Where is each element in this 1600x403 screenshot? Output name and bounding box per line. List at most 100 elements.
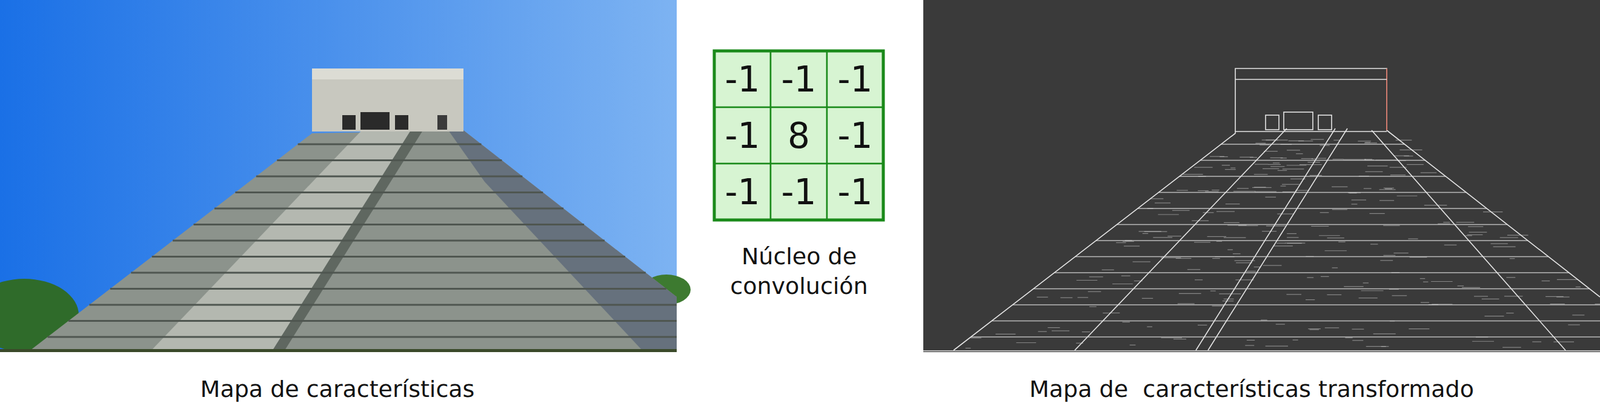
- texture-edge: [1263, 264, 1282, 266]
- step-line: [276, 159, 502, 162]
- texture-edge: [1424, 204, 1448, 206]
- step-edge: [1200, 159, 1425, 162]
- kernel-cell: [714, 163, 771, 220]
- texture-edge: [1389, 320, 1395, 322]
- text-holder: Mapa de características transformado: [918, 376, 1585, 403]
- step-line: [193, 223, 585, 226]
- texture-edge: [1198, 175, 1207, 177]
- texture-edge: [1423, 281, 1428, 283]
- texture-edge: [1246, 339, 1255, 341]
- texture-edge: [1216, 241, 1222, 242]
- texture-edge: [1351, 328, 1364, 330]
- stair-edge: [1074, 128, 1287, 351]
- step-line: [68, 319, 677, 322]
- temple-roof: [312, 68, 464, 80]
- texture-edge: [1351, 203, 1358, 205]
- texture-edge: [1567, 324, 1580, 325]
- texture-edge: [1389, 166, 1407, 168]
- texture-edge: [1373, 333, 1396, 334]
- texture-edge: [1473, 295, 1488, 297]
- texture-edge: [1115, 242, 1126, 243]
- texture-edge: [1541, 280, 1551, 282]
- texture-edge: [1367, 165, 1388, 166]
- step-line: [130, 272, 646, 274]
- texture-edge: [1298, 140, 1313, 142]
- texture-edge: [1469, 232, 1488, 233]
- kernel-value: -1: [716, 118, 769, 154]
- texture-edge: [1332, 209, 1348, 210]
- texture-edge: [1397, 159, 1407, 161]
- texture-edge: [1556, 279, 1578, 280]
- temple-edge: [1235, 130, 1387, 133]
- text-holder: -1: [828, 61, 882, 97]
- texture-edge: [1223, 237, 1247, 239]
- texture-edge: [1235, 279, 1254, 280]
- texture-edge: [1244, 344, 1255, 346]
- texture-edge: [1254, 266, 1261, 268]
- texture-edge: [1265, 345, 1288, 346]
- texture-edge: [1305, 256, 1314, 257]
- texture-edge: [1500, 236, 1519, 238]
- texture-edge: [1406, 164, 1424, 165]
- texture-edge: [1431, 303, 1453, 305]
- texture-edge: [1349, 192, 1357, 194]
- texture-edge: [1138, 230, 1162, 232]
- texture-edge: [1504, 295, 1523, 297]
- pyramid-photo: [0, 0, 691, 352]
- texture-edge: [1324, 250, 1347, 251]
- texture-edge: [1380, 259, 1393, 261]
- texture-edge: [1472, 341, 1494, 342]
- texture-edge: [1332, 158, 1344, 160]
- kernel-cell: [826, 107, 884, 164]
- text-holder: -1: [716, 174, 769, 210]
- door-edge: [1265, 115, 1279, 130]
- texture-edge: [1295, 190, 1310, 191]
- text-holder: Núcleo de convolución: [708, 241, 890, 302]
- kernel-value: -1: [828, 61, 882, 97]
- texture-edge: [1286, 293, 1302, 295]
- texture-edge: [1060, 297, 1073, 299]
- texture-edge: [1286, 164, 1307, 166]
- texture-edge: [1249, 156, 1258, 158]
- texture-edge: [1089, 276, 1104, 277]
- texture-edge: [1484, 315, 1504, 317]
- texture-edge: [1178, 293, 1202, 294]
- texture-edge: [1237, 187, 1249, 189]
- kernel-value: -1: [772, 174, 826, 210]
- texture-edge: [1210, 290, 1216, 291]
- texture-edge: [1173, 338, 1187, 340]
- texture-edge: [1194, 241, 1211, 243]
- texture-edge: [1399, 149, 1422, 151]
- texture-edge: [1364, 171, 1383, 173]
- texture-edge: [1280, 185, 1287, 186]
- kernel-cell: [714, 107, 771, 164]
- texture-edge: [1444, 244, 1458, 246]
- texture-edge: [1134, 280, 1143, 282]
- texture-edge: [1234, 259, 1256, 261]
- texture-edge: [1352, 339, 1364, 341]
- texture-edge: [1222, 300, 1235, 302]
- texture-edge: [1395, 139, 1413, 141]
- step-edge: [1012, 304, 1600, 306]
- texture-edge: [1379, 199, 1395, 201]
- step-edge: [1137, 207, 1487, 210]
- texture-edge: [1230, 167, 1236, 169]
- texture-edge: [1238, 225, 1259, 226]
- texture-edge: [1409, 256, 1428, 258]
- texture-edge: [1358, 175, 1370, 177]
- texture-edge: [1261, 230, 1277, 232]
- texture-edge: [1122, 321, 1130, 323]
- doorway: [395, 115, 409, 130]
- texture-edge: [1252, 187, 1272, 188]
- step-edge: [1179, 175, 1447, 177]
- texture-edge: [1214, 256, 1235, 257]
- texture-edge: [1391, 272, 1401, 273]
- texture-edge: [1364, 142, 1371, 143]
- texture-edge: [1506, 276, 1516, 278]
- texture-edge: [1509, 258, 1516, 259]
- texture-edge: [1393, 252, 1408, 254]
- texture-edge: [1152, 236, 1173, 238]
- texture-edge: [1595, 303, 1600, 305]
- texture-edge: [1224, 169, 1236, 170]
- texture-edge: [1255, 142, 1266, 144]
